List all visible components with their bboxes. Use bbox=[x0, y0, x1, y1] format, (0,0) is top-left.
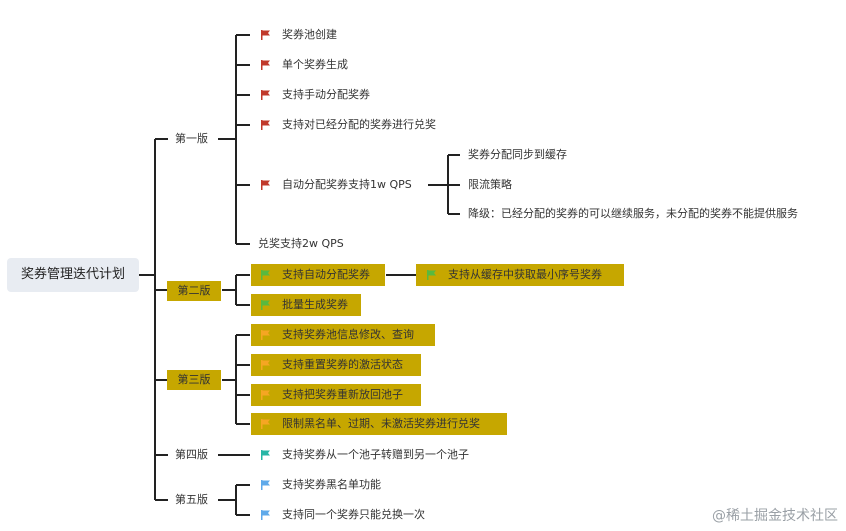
version-2-label[interactable]: 第二版 bbox=[167, 281, 221, 301]
v2-item-1-child: 支持从缓存中获取最小序号奖券 bbox=[448, 268, 602, 281]
red-flag-icon bbox=[260, 29, 272, 41]
blue-flag-icon bbox=[260, 509, 272, 521]
orange-flag-icon bbox=[260, 359, 272, 371]
v1-item-4[interactable]: 支持对已经分配的奖券进行兑奖 bbox=[282, 118, 436, 131]
green-flag-icon bbox=[426, 269, 438, 281]
green-flag-icon bbox=[260, 299, 272, 311]
v3-item-3-box[interactable]: 支持把奖券重新放回池子 bbox=[251, 384, 421, 406]
v3-item-4-box[interactable]: 限制黑名单、过期、未激活奖券进行兑奖 bbox=[251, 413, 507, 435]
red-flag-icon bbox=[260, 89, 272, 101]
orange-flag-icon bbox=[260, 389, 272, 401]
v3-item-2: 支持重置奖券的激活状态 bbox=[282, 358, 403, 371]
v1-item-5[interactable]: 自动分配奖券支持1w QPS bbox=[282, 178, 412, 191]
orange-flag-icon bbox=[260, 329, 272, 341]
red-flag-icon bbox=[260, 59, 272, 71]
v3-item-3: 支持把奖券重新放回池子 bbox=[282, 388, 403, 401]
v1-item-1[interactable]: 奖券池创建 bbox=[282, 28, 337, 41]
v3-item-1-box[interactable]: 支持奖券池信息修改、查询 bbox=[251, 324, 435, 346]
v2-item-2: 批量生成奖券 bbox=[282, 298, 348, 311]
v1-item-6[interactable]: 兑奖支持2w QPS bbox=[258, 237, 344, 250]
v5-item-2[interactable]: 支持同一个奖券只能兑换一次 bbox=[282, 508, 425, 521]
v1-item-5-child-2[interactable]: 限流策略 bbox=[468, 178, 512, 191]
v2-item-2-box[interactable]: 批量生成奖券 bbox=[251, 294, 361, 316]
teal-flag-icon bbox=[260, 449, 272, 461]
v1-item-5-child-1[interactable]: 奖券分配同步到缓存 bbox=[468, 148, 567, 161]
version-1-label[interactable]: 第一版 bbox=[175, 132, 208, 145]
version-3-label[interactable]: 第三版 bbox=[167, 370, 221, 390]
red-flag-icon bbox=[260, 179, 272, 191]
v3-item-1: 支持奖券池信息修改、查询 bbox=[282, 328, 414, 341]
orange-flag-icon bbox=[260, 418, 272, 430]
green-flag-icon bbox=[260, 269, 272, 281]
version-4-label[interactable]: 第四版 bbox=[175, 448, 208, 461]
watermark: @稀土掘金技术社区 bbox=[712, 508, 838, 524]
v2-item-1-child-box[interactable]: 支持从缓存中获取最小序号奖券 bbox=[416, 264, 624, 286]
root-node[interactable]: 奖券管理迭代计划 bbox=[7, 258, 139, 292]
blue-flag-icon bbox=[260, 479, 272, 491]
v1-item-3[interactable]: 支持手动分配奖券 bbox=[282, 88, 370, 101]
v1-item-2[interactable]: 单个奖券生成 bbox=[282, 58, 348, 71]
v2-item-1-box[interactable]: 支持自动分配奖券 bbox=[251, 264, 385, 286]
red-flag-icon bbox=[260, 119, 272, 131]
v4-item-1[interactable]: 支持奖券从一个池子转赠到另一个池子 bbox=[282, 448, 469, 461]
version-5-label[interactable]: 第五版 bbox=[175, 493, 208, 506]
v5-item-1[interactable]: 支持奖券黑名单功能 bbox=[282, 478, 381, 491]
v3-item-2-box[interactable]: 支持重置奖券的激活状态 bbox=[251, 354, 421, 376]
v1-item-5-child-3[interactable]: 降级：已经分配的奖券的可以继续服务，未分配的奖券不能提供服务 bbox=[468, 207, 798, 220]
v3-item-4: 限制黑名单、过期、未激活奖券进行兑奖 bbox=[282, 417, 480, 430]
v2-item-1: 支持自动分配奖券 bbox=[282, 268, 370, 281]
